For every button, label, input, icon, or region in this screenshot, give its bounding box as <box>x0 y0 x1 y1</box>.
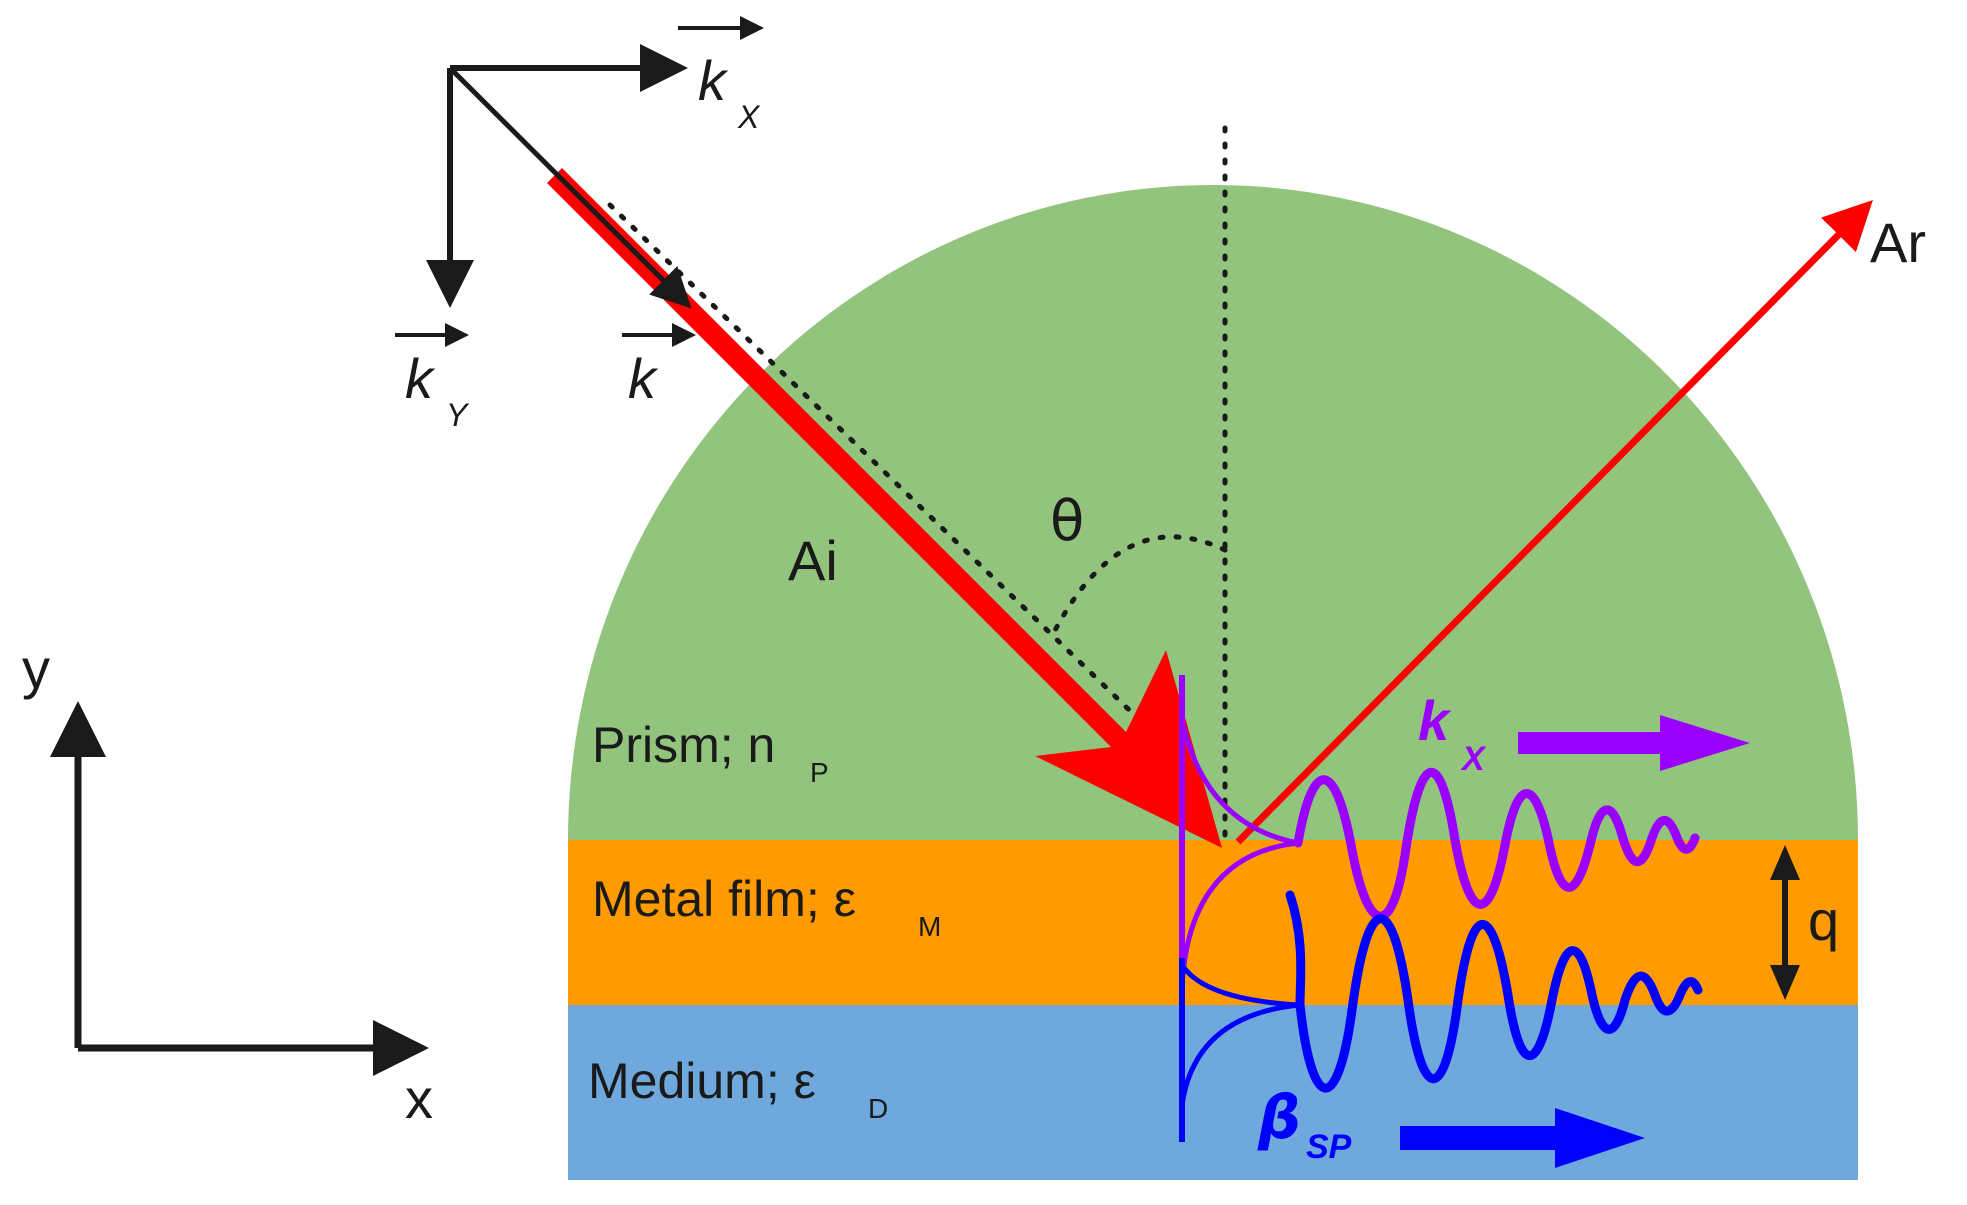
incidence-guide-line <box>607 202 1161 741</box>
medium-label: Medium; ε <box>588 1053 816 1109</box>
axis-y-label: y <box>22 637 50 700</box>
wave-vector-arrows <box>426 44 692 309</box>
kx-propagation-arrow <box>1518 715 1750 771</box>
axis-x-label: x <box>405 1067 433 1130</box>
ky-vector-label: k <box>405 347 436 410</box>
kx-wave-subscript: X <box>1460 740 1487 778</box>
medium-layer <box>568 1005 1858 1180</box>
ai-label: Ai <box>788 529 838 592</box>
metal-film-label: Metal film; ε <box>592 871 856 927</box>
kx-vector-label: k <box>698 49 729 112</box>
wave-blue-start <box>1285 890 1306 1010</box>
beta-propagation-arrow <box>1400 1108 1645 1168</box>
k-vector-label: k <box>628 347 659 410</box>
ky-vector-subscript: Y <box>446 397 470 433</box>
theta-label: θ <box>1050 489 1084 554</box>
incident-beam <box>547 168 1222 848</box>
wave-blue <box>1295 914 1703 1093</box>
ar-label: Ar <box>1870 211 1926 274</box>
prism-subscript: P <box>810 757 829 788</box>
medium-subscript: D <box>868 1093 888 1124</box>
reflected-beam <box>1235 200 1873 845</box>
metal-film-subscript: M <box>918 911 941 942</box>
q-label: q <box>1808 889 1839 952</box>
beta-sp-subscript: SP <box>1306 1128 1352 1166</box>
evanescent-field-blue <box>1179 958 1301 1142</box>
coordinate-axes <box>50 701 429 1076</box>
q-thickness-arrow <box>1770 845 1800 1000</box>
evanescent-field-purple <box>1179 675 1299 1000</box>
kx-wave-label: k <box>1418 689 1452 752</box>
prism-region <box>568 185 1858 840</box>
prism-label: Prism; n <box>592 717 775 773</box>
kx-vector-subscript: X <box>737 99 761 135</box>
beta-sp-label: β <box>1257 1083 1301 1153</box>
theta-arc <box>1047 534 1228 643</box>
wave-purple <box>1293 767 1700 921</box>
